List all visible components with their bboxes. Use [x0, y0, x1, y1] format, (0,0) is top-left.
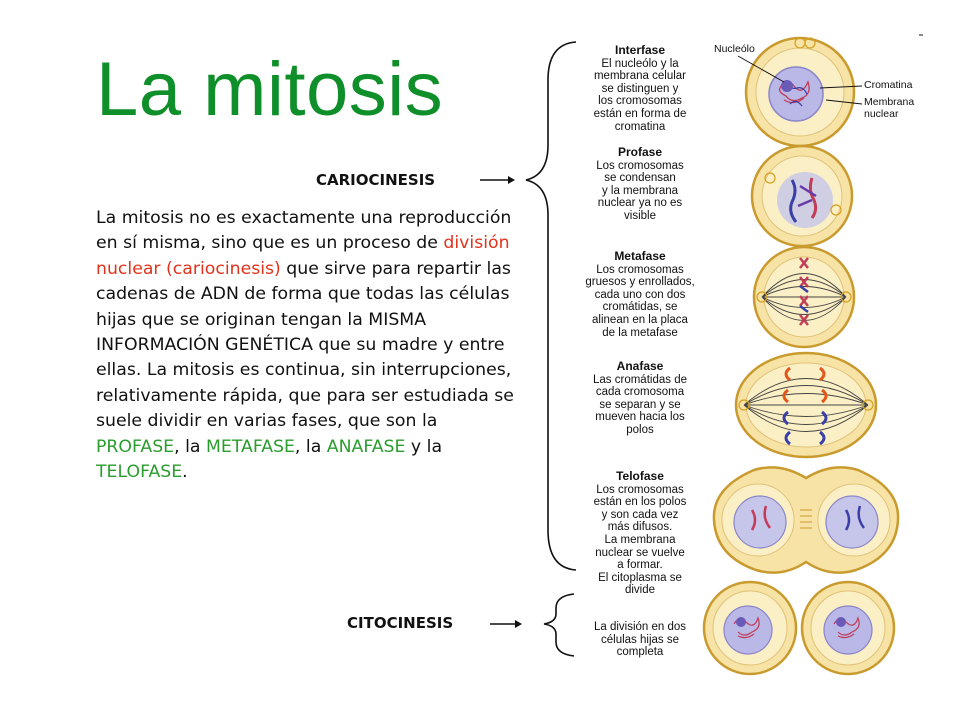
phase-title: Metafase: [614, 249, 666, 263]
label-membrana-nuclear: Membrana nuclear: [864, 96, 915, 120]
brace-citocinesis: [543, 593, 575, 657]
label-nucleolo: Nucleólo: [714, 43, 755, 55]
cell-metafase: [752, 245, 856, 349]
label-citocinesis: CITOCINESIS: [347, 614, 454, 632]
phase-title: Anafase: [616, 359, 664, 373]
arrow-cariocinesis: [480, 176, 515, 184]
phase-anafase: Anafase Las cromátidas de cada cromosoma…: [570, 360, 710, 437]
cell-profase: [750, 144, 854, 248]
phase-desc: Las cromátidas de cada cromosoma se sepa…: [593, 373, 687, 436]
phase-name-metafase: METAFASE: [205, 436, 295, 457]
cell-telofase: [712, 466, 900, 574]
phase-name-telofase: TELOFASE: [96, 462, 183, 483]
desc-sep: , la: [294, 436, 327, 457]
page-title: La mitosis: [96, 47, 444, 132]
phase-title: Interfase: [614, 43, 666, 57]
phase-profase: Profase Los cromosomas se condensan y la…: [570, 146, 710, 223]
cell-hija-2: [800, 580, 896, 676]
cell-hija-1: [702, 580, 798, 676]
phase-title: Profase: [617, 145, 663, 159]
arrow-citocinesis: [490, 620, 522, 628]
phase-interfase: Interfase El nucleólo y la membrana celu…: [570, 44, 710, 133]
pointer-nucleolo: [737, 55, 785, 83]
phase-citocinesis: La división en dos células hijas se comp…: [570, 621, 710, 659]
cell-interfase: [744, 36, 856, 148]
desc-sep: y la: [405, 436, 443, 457]
desc-end: .: [182, 462, 188, 483]
phase-metafase: Metafase Los cromosomas gruesos y enroll…: [565, 250, 715, 339]
brace-cariocinesis: [525, 41, 577, 571]
phase-name-profase: PROFASE: [96, 436, 175, 457]
pointer-membrana: [825, 99, 863, 105]
phase-name-anafase: ANAFASE: [326, 436, 406, 457]
phase-desc: Los cromosomas se condensan y la membran…: [596, 159, 684, 222]
phase-desc: El nucleólo y la membrana celular se dis…: [593, 57, 687, 133]
phase-title: Telofase: [616, 469, 664, 483]
phase-desc: Los cromosomas están en los polos y son …: [593, 483, 687, 597]
phase-desc: La división en dos células hijas se comp…: [593, 621, 687, 659]
phase-desc: Los cromosomas gruesos y enrollados, cad…: [585, 263, 695, 339]
mitosis-description: La mitosis no es exactamente una reprodu…: [96, 206, 516, 485]
phase-telofase: Telofase Los cromosomas están en los pol…: [570, 470, 710, 597]
pointer-cromatina: [819, 85, 863, 89]
desc-part: que sirve para repartir las cadenas de A…: [96, 258, 514, 432]
desc-sep: , la: [174, 436, 206, 457]
label-cariocinesis: CARIOCINESIS: [316, 171, 436, 189]
highlight-cariocinesis: división nuclear (cariocinesis): [96, 233, 510, 279]
label-cromatina: Cromatina: [864, 79, 913, 91]
desc-part: La mitosis no es exactamente una reprodu…: [96, 208, 512, 254]
cell-anafase: [734, 351, 878, 459]
